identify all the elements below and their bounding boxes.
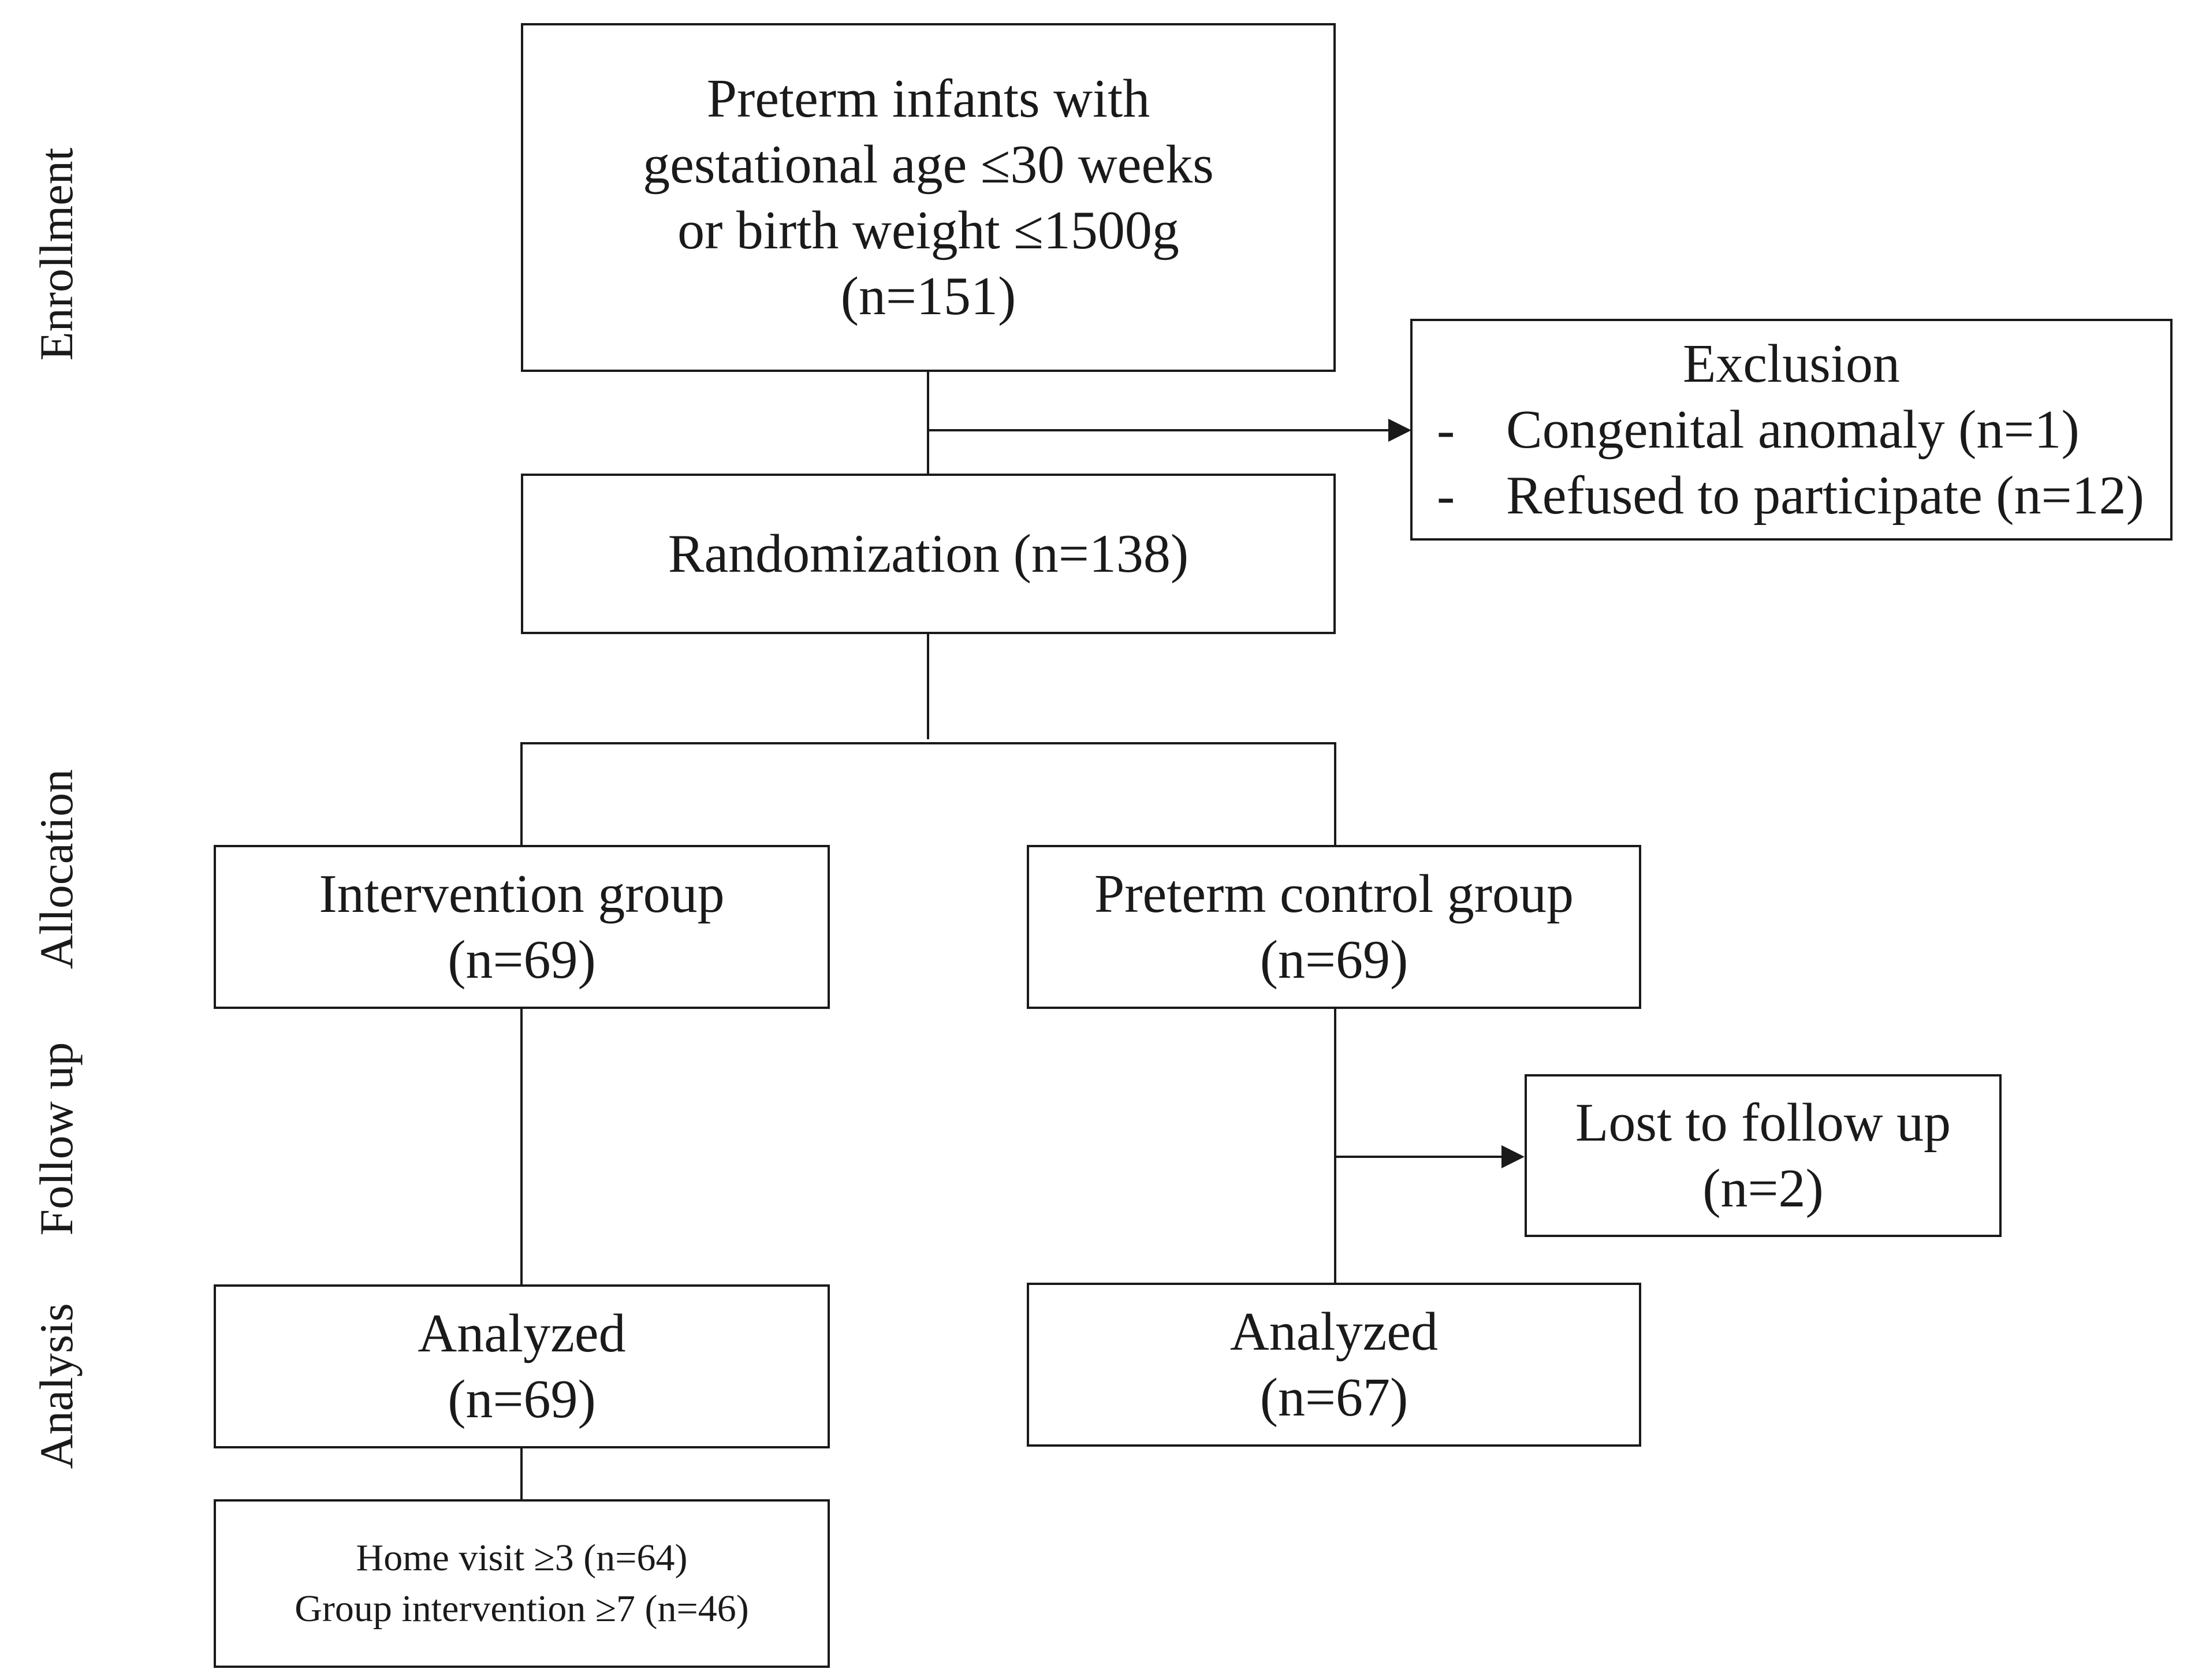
home-visit-adherence: Home visit ≥3 (n=64): [356, 1537, 688, 1579]
phase-label-follow-up: Follow up: [30, 1042, 83, 1236]
analyzed-intervention-label: Analyzed: [418, 1303, 626, 1364]
analyzed-control-label: Analyzed: [1229, 1302, 1439, 1362]
intervention-group-count: (n=69): [448, 930, 596, 990]
exclusion-item-text: Congenital anomaly (n=1): [1506, 400, 2080, 460]
randomization-box: Randomization (n=138): [521, 474, 1336, 634]
analyzed-control-box: Analyzed (n=67): [1027, 1283, 1641, 1447]
enrollment-line-1: Preterm infants with: [706, 69, 1150, 129]
exclusion-item: - Refused to participate (n=12): [1413, 463, 2170, 528]
phase-label-enrollment: Enrollment: [30, 147, 83, 361]
randomization-label: Randomization (n=138): [668, 524, 1189, 584]
exclusion-bullet: -: [1437, 465, 1455, 526]
analyzed-control-count: (n=67): [1260, 1368, 1408, 1428]
exclusion-bullet: -: [1437, 400, 1455, 460]
phase-label-analysis: Analysis: [30, 1303, 83, 1469]
intervention-group-box: Intervention group (n=69): [214, 845, 830, 1009]
enrollment-count: (n=151): [840, 266, 1016, 326]
enrollment-line-3: or birth weight ≤1500g: [677, 200, 1179, 260]
exclusion-item: - Congenital anomaly (n=1): [1413, 397, 2170, 463]
exclusion-box: Exclusion - Congenital anomaly (n=1) - R…: [1410, 319, 2173, 541]
lost-to-follow-up-count: (n=2): [1702, 1159, 1824, 1219]
exclusion-item-text: Refused to participate (n=12): [1506, 465, 2144, 526]
lost-to-follow-up-label: Lost to follow up: [1575, 1093, 1951, 1153]
connector-randomization-split: [520, 742, 1336, 846]
adherence-box: Home visit ≥3 (n=64) Group intervention …: [214, 1499, 830, 1668]
enrollment-line-2: gestational age ≤30 weeks: [643, 135, 1214, 195]
control-group-box: Preterm control group (n=69): [1027, 845, 1641, 1009]
analyzed-intervention-count: (n=69): [448, 1369, 596, 1429]
group-intervention-adherence: Group intervention ≥7 (n=46): [295, 1588, 749, 1630]
lost-to-follow-up-box: Lost to follow up (n=2): [1525, 1074, 2002, 1237]
control-group-label: Preterm control group: [1094, 864, 1574, 924]
analyzed-intervention-box: Analyzed (n=69): [214, 1284, 830, 1448]
control-group-count: (n=69): [1260, 930, 1408, 990]
enrollment-box: Preterm infants with gestational age ≤30…: [521, 23, 1336, 372]
phase-label-allocation: Allocation: [30, 769, 83, 970]
intervention-group-label: Intervention group: [319, 864, 725, 924]
exclusion-title: Exclusion: [1683, 334, 1900, 394]
